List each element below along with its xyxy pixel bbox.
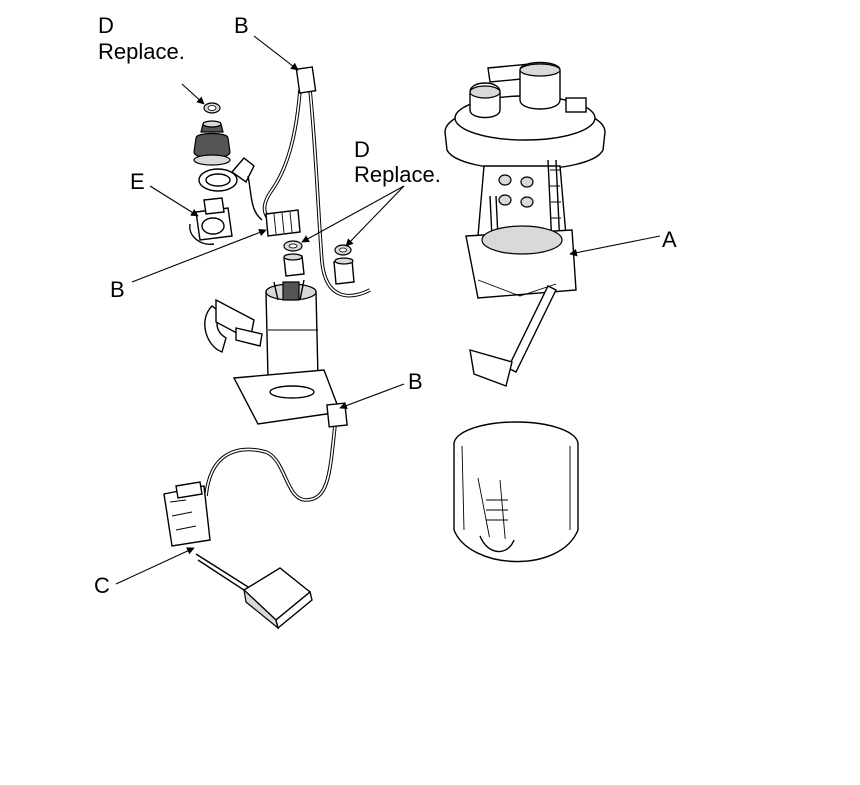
o-ring-mid-right [334, 244, 352, 256]
callout-c: C [94, 573, 110, 598]
callout-b-lower: B [408, 369, 423, 394]
sender-fitting [333, 257, 355, 285]
retainer-clip-e [189, 197, 233, 245]
float [242, 567, 313, 630]
callout-d-mid-letter: D [354, 137, 370, 162]
callout-d-top-letter: D [98, 13, 114, 38]
wire-harness-top [247, 66, 371, 298]
leader-lines [115, 35, 661, 585]
callout-d-mid-note: Replace. [354, 162, 441, 187]
wire-harness-lower [204, 402, 348, 502]
callout-d-top-note: Replace. [98, 39, 185, 64]
callout-a: A [662, 227, 677, 252]
fuel-strainer [232, 369, 341, 425]
pump-module-reservoir-ring [465, 225, 577, 299]
pump-module-body [477, 159, 567, 291]
small-o-ring-top [203, 102, 221, 114]
callout-b-left: B [110, 277, 125, 302]
callout-b-top: B [234, 13, 249, 38]
pump-module-level-arm [469, 285, 557, 387]
level-sender-unit [163, 481, 257, 599]
fuel-pump [265, 279, 319, 390]
callout-e: E [130, 169, 145, 194]
fuel-filter-inlet [283, 253, 305, 277]
fuel-reservoir-cup [453, 421, 579, 563]
pump-holder-clip [204, 298, 263, 353]
pressure-regulator [193, 120, 231, 166]
o-ring-mid-left [283, 240, 303, 252]
pump-module-top-flange [444, 61, 606, 171]
